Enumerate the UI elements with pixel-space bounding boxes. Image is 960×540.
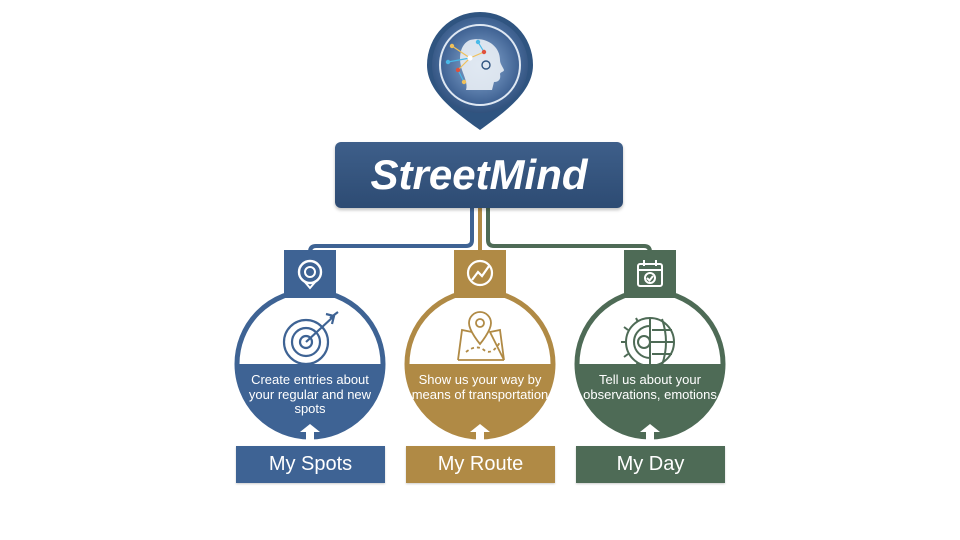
- trend-line-icon: [466, 259, 494, 287]
- module-my-route: [404, 250, 556, 440]
- my-route-description: Show us your way by means of transportat…: [411, 372, 549, 402]
- calendar-check-icon: [637, 260, 663, 287]
- logo-pin: [427, 12, 533, 130]
- my-day-description: Tell us about your observations, emotion…: [583, 372, 717, 402]
- map-route-icon: [457, 311, 505, 361]
- ai-head-icon: [445, 39, 504, 90]
- app-title: StreetMind: [335, 142, 623, 208]
- target-icon: [282, 311, 339, 366]
- my-route-button[interactable]: My Route: [406, 446, 555, 483]
- gear-globe-icon: [621, 316, 675, 368]
- my-day-button[interactable]: My Day: [576, 446, 725, 483]
- module-my-spots: [234, 250, 386, 440]
- my-spots-description: Create entries about your regular and ne…: [248, 372, 372, 416]
- my-spots-button[interactable]: My Spots: [236, 446, 385, 483]
- module-my-day: [574, 250, 726, 440]
- location-pin-icon: [297, 259, 323, 290]
